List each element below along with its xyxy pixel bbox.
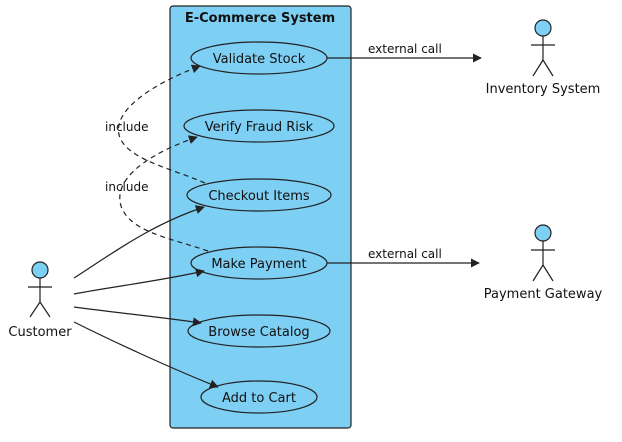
usecase-verify-fraud-risk[interactable]: Verify Fraud Risk: [183, 109, 335, 143]
usecase-validate-stock[interactable]: Validate Stock: [190, 41, 328, 75]
actor-label: Customer: [8, 325, 72, 340]
usecase-checkout-items[interactable]: Checkout Items: [186, 178, 332, 212]
association-customer-browse-catalog: [73, 306, 202, 327]
include-label: include: [105, 180, 148, 194]
actor-payment-gateway[interactable]: Payment Gateway: [484, 224, 603, 302]
usecase-label: Verify Fraud Risk: [205, 120, 314, 135]
actor-head: [534, 224, 552, 242]
association-customer-checkout: [73, 205, 205, 279]
external-call-label: external call: [368, 247, 442, 261]
actor-inventory-system[interactable]: Inventory System: [486, 19, 601, 97]
usecase-browse-catalog[interactable]: Browse Catalog: [187, 314, 331, 348]
usecase-label: Browse Catalog: [208, 325, 309, 340]
external-call-label: external call: [368, 42, 442, 56]
usecase-make-payment[interactable]: Make Payment: [190, 246, 328, 280]
include-label: include: [105, 120, 148, 134]
actor-label: Inventory System: [486, 82, 601, 97]
include-arrow-validate-stock: [117, 64, 206, 184]
usecase-add-to-cart[interactable]: Add to Cart: [200, 380, 318, 414]
usecase-label: Validate Stock: [213, 52, 306, 67]
actor-label: Payment Gateway: [484, 287, 603, 302]
usecase-label: Add to Cart: [222, 391, 296, 406]
actor-customer[interactable]: Customer: [8, 261, 72, 340]
usecase-label: Make Payment: [211, 257, 306, 272]
association-customer-make-payment: [73, 268, 205, 295]
association-customer-add-to-cart: [73, 321, 219, 389]
actor-head: [31, 261, 49, 279]
system-title: E-Commerce System: [185, 11, 335, 26]
include-arrow-verify-fraud-risk: [119, 135, 209, 252]
actor-head: [534, 19, 552, 37]
usecase-label: Checkout Items: [208, 189, 310, 204]
